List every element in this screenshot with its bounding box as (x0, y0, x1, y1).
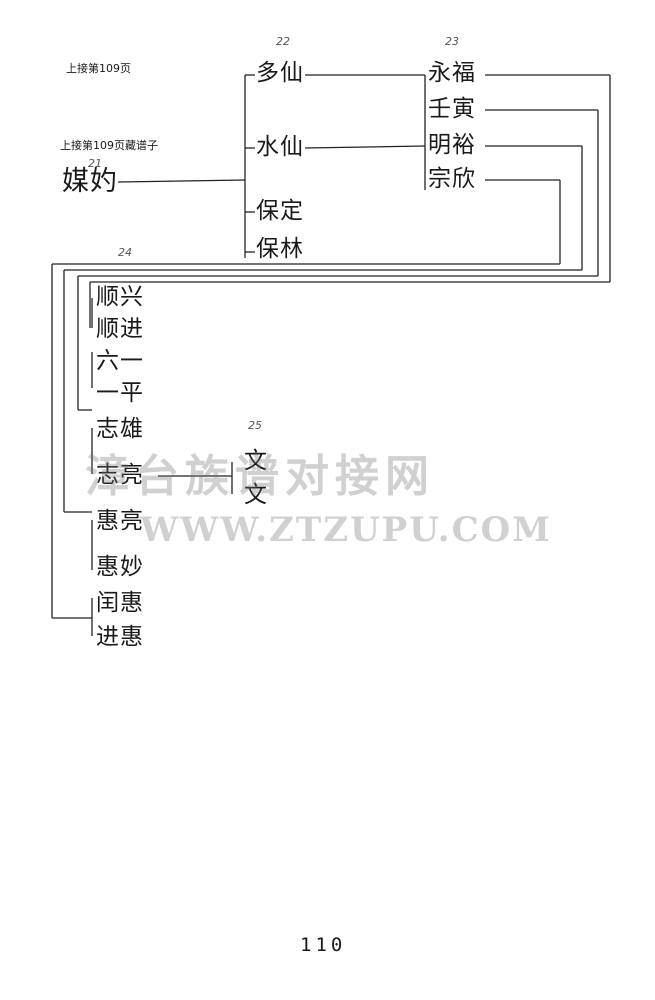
generation-mark-22: 22 (276, 35, 290, 48)
gen23-name: 明裕 (428, 132, 476, 158)
gen23-name: 永福 (428, 60, 476, 86)
gen24-name: 惠妙 (96, 554, 144, 580)
gen24-name: 一平 (96, 380, 144, 406)
gen24-name: 闰惠 (96, 590, 144, 616)
note-continued-from-2: 上接第109页藏谱子 (60, 139, 158, 152)
watermark-url: WWW.ZTZUPU.COM (140, 510, 552, 550)
gen25-name: 文 (244, 448, 268, 474)
gen23-name: 宗欣 (428, 166, 476, 192)
gen22-name: 保定 (256, 198, 304, 224)
generation-mark-24: 24 (118, 246, 132, 259)
note-continued-from: 上接第109页 (66, 62, 131, 75)
gen24-name: 惠亮 (96, 508, 144, 534)
gen24-name: 六一 (96, 348, 144, 374)
gen24-name: 顺进 (96, 316, 144, 342)
gen24-name: 顺兴 (96, 284, 144, 310)
gen23-name: 壬寅 (428, 96, 476, 122)
gen24-name: 志亮 (96, 462, 144, 488)
gen24-name: 志雄 (96, 416, 144, 442)
watermark-text: 漳台族谱对接网 (85, 451, 435, 502)
root-name: 媒妁 (62, 166, 118, 197)
gen24-name: 进惠 (96, 624, 144, 650)
gen22-name: 多仙 (256, 60, 304, 86)
gen22-name: 保林 (256, 236, 304, 262)
page-number: 110 (300, 934, 347, 956)
generation-mark-25: 25 (248, 419, 262, 432)
gen25-name: 文 (244, 482, 268, 508)
generation-mark-23: 23 (445, 35, 459, 48)
generation-mark-21: 21 (88, 157, 102, 170)
gen22-name: 水仙 (256, 134, 304, 160)
